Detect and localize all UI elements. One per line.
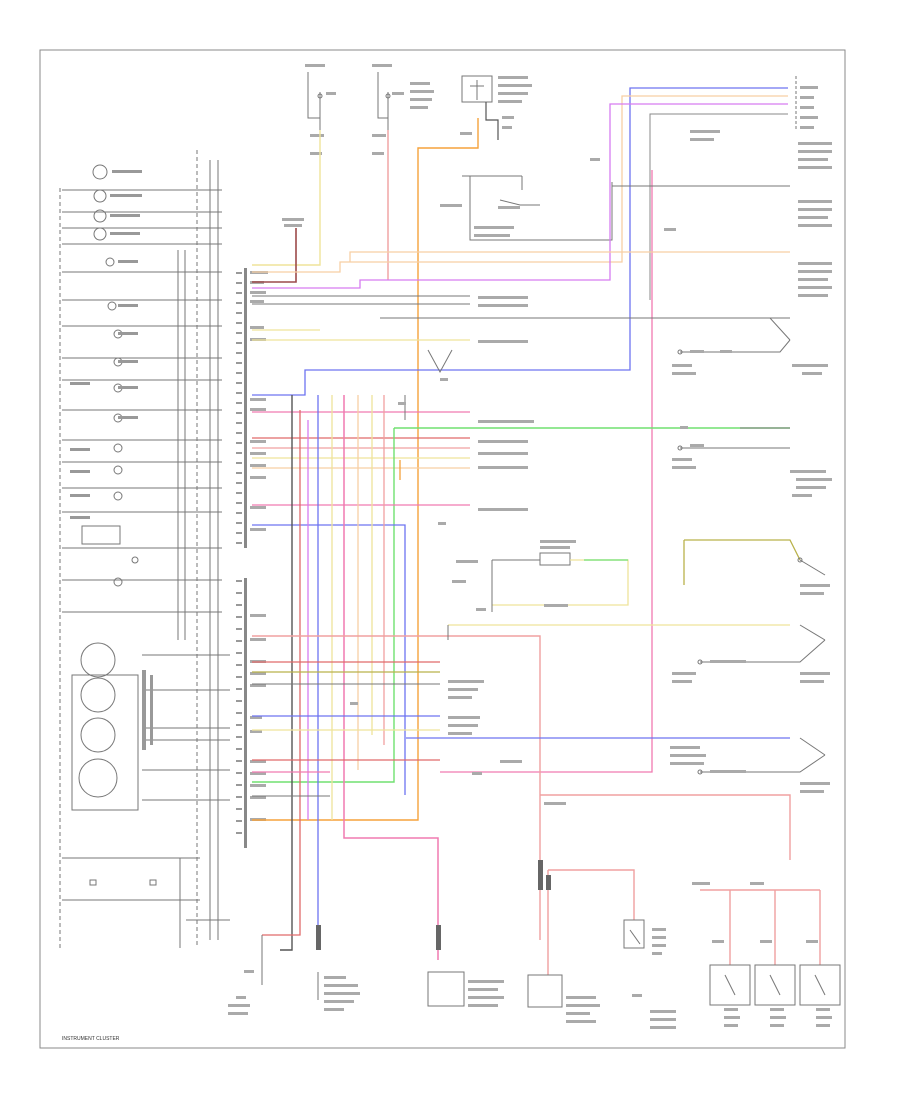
wire-violet-top (252, 103, 788, 289)
speed-sensor-block (317, 972, 360, 1011)
connector-pin-markers (236, 272, 242, 834)
wire-peach-right (349, 251, 790, 262)
relay-block (440, 158, 676, 241)
right-connector (690, 76, 832, 297)
transmission-module-block (427, 971, 504, 1007)
right-switch (670, 737, 830, 793)
relay-box-mid (452, 540, 629, 612)
right-switch (672, 317, 828, 375)
right-switch (672, 624, 830, 683)
wire-orange (252, 118, 479, 821)
wire-orange-top (252, 95, 788, 273)
section-label: INSTRUMENT CLUSTER (62, 1036, 120, 1042)
door-switch-block (709, 940, 841, 1027)
left-door-switch (623, 919, 676, 1029)
wire-pink-long (440, 170, 653, 773)
instrument-cluster-block (59, 150, 230, 948)
control-unit-block (527, 974, 600, 1023)
gauge-icon (78, 642, 118, 798)
wire-gray-top (649, 113, 788, 300)
right-switch (797, 557, 830, 595)
wire-darkred-feed (252, 228, 297, 283)
diagram-frame (39, 49, 846, 1049)
right-switch (677, 427, 790, 451)
cluster-connector-column (244, 268, 247, 848)
top-fuse-block (305, 64, 532, 155)
wire-blue-top (252, 87, 788, 396)
ground-block (228, 935, 263, 1015)
wire-yellow-feed (252, 130, 321, 266)
